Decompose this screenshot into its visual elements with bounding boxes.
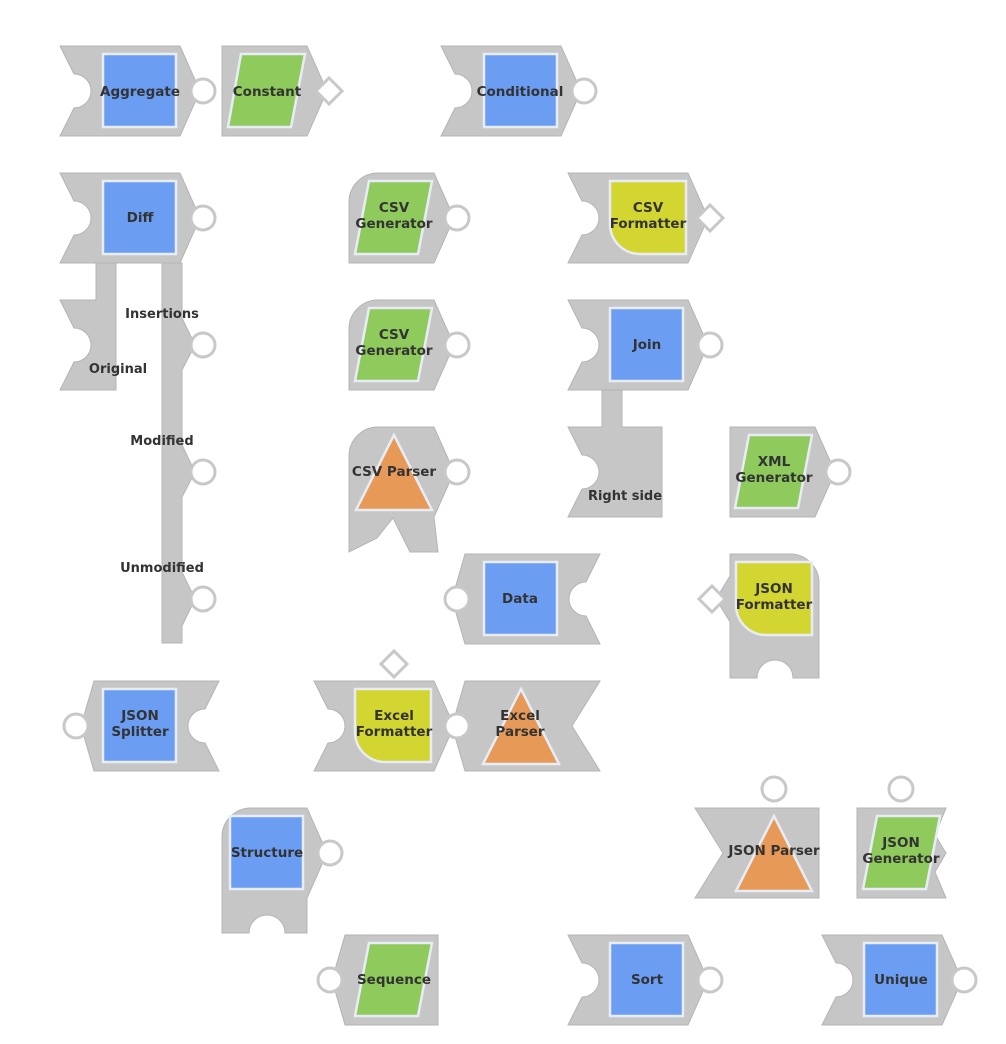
json-parser-top-port[interactable] — [760, 775, 788, 803]
constant-label: Constant — [233, 84, 302, 100]
csv-parser-icon — [353, 432, 435, 512]
constant-output-port[interactable] — [313, 75, 345, 107]
diff-output-port[interactable] — [189, 204, 217, 232]
sort-block[interactable]: Sort — [567, 934, 724, 1026]
join-label: Join — [632, 337, 662, 353]
diff-label: Diff — [127, 210, 155, 226]
sort-icon — [608, 941, 685, 1018]
json-parser-icon — [733, 813, 815, 893]
csv-generator-icon-2 — [353, 306, 434, 383]
csv-formatter-icon — [608, 179, 688, 256]
aggregate-icon — [101, 52, 178, 129]
data-label: Data — [502, 591, 538, 607]
diff-insertions-label: Insertions — [125, 307, 199, 322]
csv-generator-output-port-2[interactable] — [443, 331, 471, 359]
join-icon — [608, 306, 685, 383]
csv-parser-output-port[interactable] — [443, 458, 471, 486]
sequence-input-port[interactable] — [316, 966, 344, 994]
diff-unmodified-port[interactable] — [189, 585, 217, 613]
excel-parser-icon — [480, 686, 562, 766]
conditional-block[interactable]: Conditional — [440, 45, 598, 137]
join-block[interactable]: Join Right side — [567, 299, 724, 518]
sort-output-port[interactable] — [696, 966, 724, 994]
diff-insertions-port[interactable] — [189, 331, 217, 359]
sort-label: Sort — [631, 972, 664, 988]
diff-unmodified-label: Unmodified — [120, 561, 204, 576]
unique-label: Unique — [874, 972, 928, 988]
join-output-port[interactable] — [696, 331, 724, 359]
conditional-output-port[interactable] — [570, 77, 598, 105]
sequence-label: Sequence — [357, 972, 431, 988]
constant-block[interactable]: Constant — [221, 45, 345, 137]
xml-generator-icon — [733, 433, 814, 510]
unique-icon — [862, 941, 939, 1018]
structure-label: Structure — [231, 845, 303, 861]
csv-generator-icon-1 — [353, 179, 434, 256]
structure-output-port[interactable] — [316, 839, 344, 867]
aggregate-label: Aggregate — [100, 84, 180, 100]
constant-icon — [226, 52, 307, 129]
sequence-block[interactable]: Sequence — [316, 934, 439, 1026]
json-generator-top-port[interactable] — [887, 775, 915, 803]
json-parser-label: JSON Parser — [727, 843, 820, 859]
diff-modified-label: Modified — [130, 434, 193, 449]
diff-original-label: Original — [89, 362, 147, 377]
data-icon — [482, 560, 559, 637]
conditional-label: Conditional — [477, 84, 564, 100]
excel-parser-input-port[interactable] — [443, 712, 471, 740]
aggregate-output-port[interactable] — [189, 77, 217, 105]
excel-formatter-icon — [353, 687, 433, 764]
aggregate-block[interactable]: Aggregate — [59, 45, 217, 137]
diff-modified-port[interactable] — [189, 458, 217, 486]
json-splitter-input-port[interactable] — [62, 712, 90, 740]
json-generator-icon — [861, 814, 942, 891]
unique-output-port[interactable] — [950, 966, 978, 994]
csv-formatter-output-port[interactable] — [694, 202, 726, 234]
conditional-icon — [482, 52, 559, 129]
json-formatter-input-port[interactable] — [696, 583, 728, 615]
xml-generator-output-port[interactable] — [824, 458, 852, 486]
data-block[interactable]: Data — [443, 553, 601, 645]
structure-block[interactable]: Structure — [221, 807, 344, 934]
json-formatter-icon — [734, 560, 814, 637]
sequence-icon — [353, 941, 434, 1018]
diff-block[interactable]: Diff Insertions Original Modified Unmodi… — [59, 172, 217, 644]
json-splitter-icon — [101, 687, 178, 764]
csv-parser-block[interactable]: CSV Parser — [348, 426, 471, 553]
json-parser-block[interactable]: JSON Parser — [694, 775, 820, 899]
join-right-side-label: Right side — [588, 489, 662, 504]
csv-generator-output-port-1[interactable] — [443, 204, 471, 232]
excel-formatter-top-port[interactable] — [378, 648, 410, 680]
csv-parser-label: CSV Parser — [352, 464, 437, 480]
unique-block[interactable]: Unique — [821, 934, 978, 1026]
structure-icon — [228, 814, 305, 891]
data-input-port[interactable] — [443, 585, 471, 613]
diff-icon — [101, 179, 178, 256]
